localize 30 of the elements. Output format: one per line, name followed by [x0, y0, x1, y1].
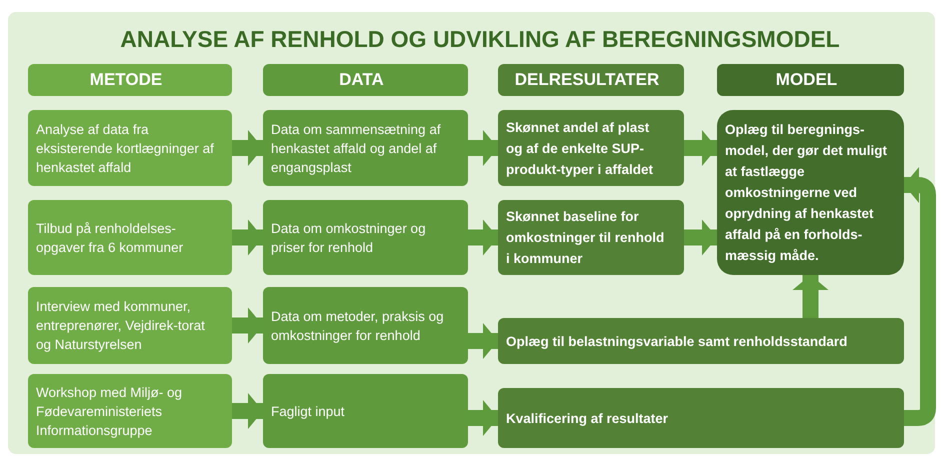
column-header: METODE: [28, 64, 232, 96]
process-box: Workshop med Miljø- og Fødevareministeriets Informationsgruppe: [28, 374, 232, 448]
column-header: MODEL: [717, 64, 904, 96]
arrow: [904, 167, 936, 426]
process-box: Data om sammensætning af henkastet affald og andel af engangsplast: [263, 110, 468, 186]
column-header: DELRESULTATER: [498, 64, 684, 96]
arrow: [232, 308, 263, 344]
arrow: [468, 400, 498, 436]
arrow: [232, 393, 263, 429]
diagram-title: ANALYSE AF RENHOLD OG UDVIKLING AF BEREGNINGSMODEL: [119, 25, 841, 54]
arrow: [468, 323, 498, 359]
process-box: Interview med kommuner, entreprenører, Vejdirek-torat og Naturstyrelsen: [28, 287, 232, 364]
column-header: DATA: [263, 64, 468, 96]
process-box: Tilbud på renholdelses-opgaver fra 6 kommuner: [28, 200, 232, 275]
model-box: Oplæg til beregnings-model, der gør det muligt at fastlægge omkostningerne ved oprydning af henkastet affald på en forholds-mæssig måde.: [717, 110, 904, 275]
arrow: [684, 130, 717, 166]
result-box: Skønnet baseline for omkostninger til renhold i kommuner: [498, 200, 684, 275]
process-box: Data om omkostninger og priser for renhold: [263, 200, 468, 275]
arrow: [684, 220, 717, 256]
result-box: Kvalificering af resultater: [498, 388, 904, 448]
process-box: Data om metoder, praksis og omkostninger for renhold: [263, 287, 468, 364]
arrow: [232, 130, 263, 166]
arrow: [468, 220, 498, 256]
arrow: [468, 130, 498, 166]
result-box: Oplæg til belastningsvariable samt renholdsstandard: [498, 318, 904, 364]
arrow: [232, 220, 263, 256]
process-box: Fagligt input: [263, 374, 468, 448]
result-box: Skønnet andel af plast og af de enkelte SUP-produkt-typer i affaldet: [498, 110, 684, 186]
arrow: [792, 275, 828, 318]
process-box: Analyse af data fra eksisterende kortlægninger af henkastet affald: [28, 110, 232, 186]
